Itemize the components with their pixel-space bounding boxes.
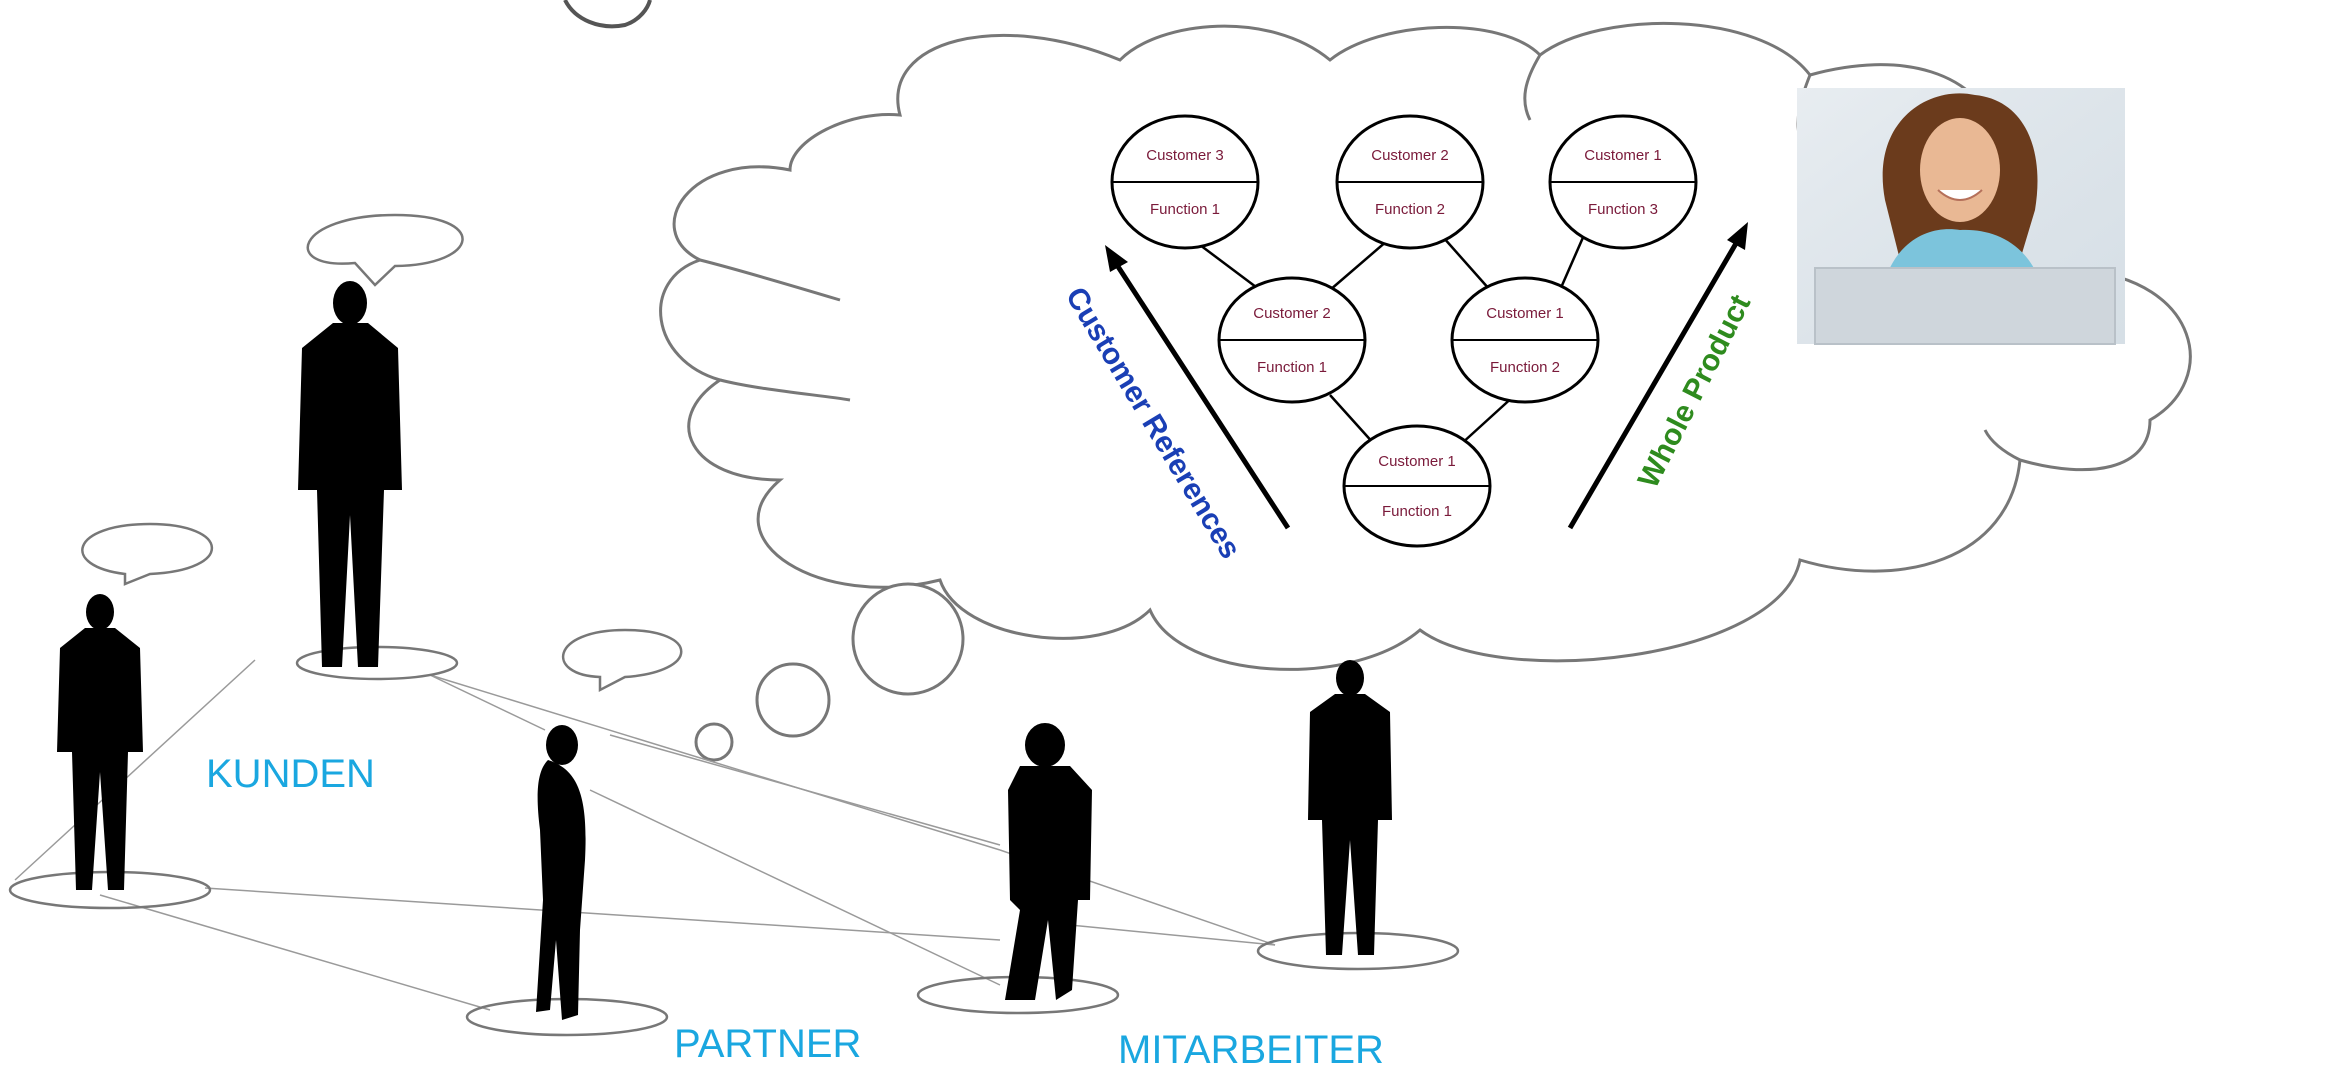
label-partner: PARTNER [674, 1022, 861, 1066]
speech-bubble [81, 522, 213, 586]
diagram-node: Customer 1 Function 1 [1342, 424, 1492, 548]
node-top-text: Customer 1 [1584, 147, 1662, 164]
node-bottom-text: Function 2 [1375, 201, 1445, 218]
node-bottom-text: Function 2 [1490, 359, 1560, 376]
diagram-node: Customer 3 Function 1 [1110, 114, 1260, 250]
title-fragment [563, 0, 652, 29]
thought-bubble-medium [755, 662, 831, 738]
person-silhouette-4 [1005, 723, 1092, 1000]
diagram-node: Customer 2 Function 1 [1217, 276, 1367, 404]
node-bottom-text: Function 1 [1257, 359, 1327, 376]
diagram-node: Customer 1 Function 3 [1548, 114, 1698, 250]
speech-bubble [306, 213, 464, 287]
node-top-text: Customer 1 [1378, 453, 1456, 470]
node-top-text: Customer 2 [1371, 147, 1449, 164]
woman-laptop-photo [1797, 88, 2125, 345]
diagram-node: Customer 2 Function 2 [1335, 114, 1485, 250]
speech-bubble [561, 628, 683, 693]
thought-bubble-large [851, 582, 965, 696]
person-silhouette-2 [298, 281, 402, 667]
platforms [8, 645, 1460, 1037]
person-silhouette-5 [1308, 660, 1392, 955]
thought-bubble-small [694, 722, 734, 762]
node-top-text: Customer 1 [1486, 305, 1564, 322]
speech-bubbles [81, 213, 683, 693]
diagram-node: Customer 1 Function 2 [1450, 276, 1600, 404]
person-silhouette-1 [57, 594, 143, 890]
left-arrow [1105, 245, 1291, 530]
node-bottom-text: Function 3 [1588, 201, 1658, 218]
right-arrow [1567, 222, 1748, 530]
label-mitarbeiter: MITARBEITER [1118, 1028, 1384, 1066]
person-silhouette-3 [536, 725, 586, 1020]
node-bottom-text: Function 1 [1150, 201, 1220, 218]
node-top-text: Customer 3 [1146, 147, 1224, 164]
node-bottom-text: Function 1 [1382, 503, 1452, 520]
node-top-text: Customer 2 [1253, 305, 1331, 322]
label-kunden: KUNDEN [206, 752, 375, 796]
